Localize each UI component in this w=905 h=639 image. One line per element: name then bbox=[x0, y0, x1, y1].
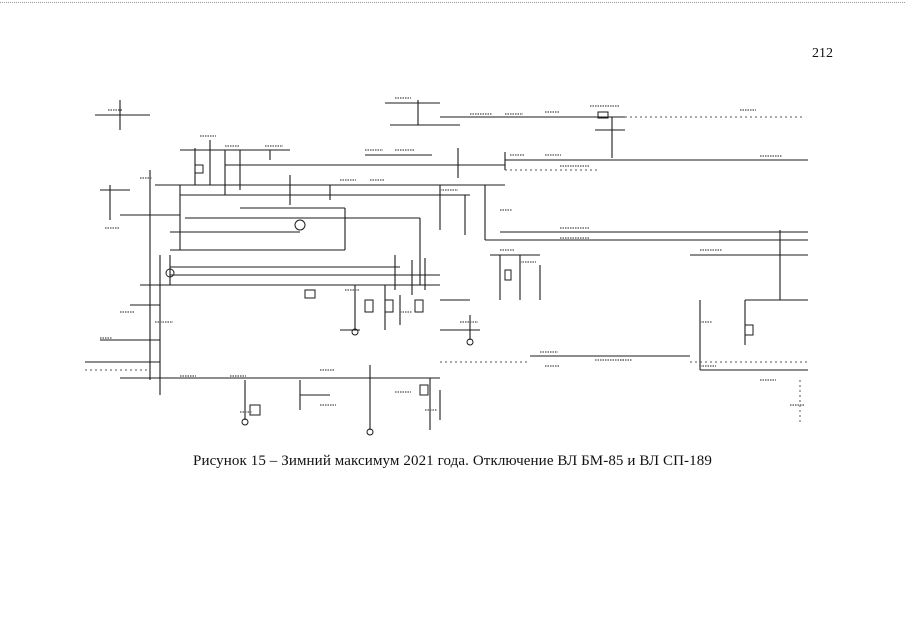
transformer-symbol bbox=[194, 164, 204, 174]
illegible-labels bbox=[100, 97, 804, 413]
transformer-symbol bbox=[419, 384, 429, 396]
schematic-figure bbox=[80, 90, 820, 445]
equipment-symbols bbox=[165, 111, 754, 436]
power-grid-schematic bbox=[85, 97, 808, 436]
node-symbol bbox=[165, 268, 175, 278]
scan-edge-line bbox=[0, 2, 905, 3]
transformer-symbol bbox=[304, 289, 316, 299]
transformer-symbol bbox=[597, 111, 609, 119]
power-lines bbox=[85, 100, 808, 430]
transformer-symbol bbox=[414, 299, 424, 313]
transformer-symbol bbox=[249, 404, 261, 416]
figure-caption: Рисунок 15 – Зимний максимум 2021 года. … bbox=[193, 453, 712, 469]
node-symbol bbox=[241, 418, 249, 426]
node-symbol bbox=[466, 338, 474, 346]
transformer-symbol bbox=[384, 299, 394, 313]
page-number: 212 bbox=[812, 46, 833, 61]
transformer-symbol bbox=[504, 269, 512, 281]
node-symbol bbox=[366, 428, 374, 436]
node-symbol bbox=[351, 328, 359, 336]
dotted-lines bbox=[85, 116, 808, 425]
transformer-symbol bbox=[744, 324, 754, 336]
transformer-symbol bbox=[364, 299, 374, 313]
node-symbol bbox=[294, 219, 306, 231]
